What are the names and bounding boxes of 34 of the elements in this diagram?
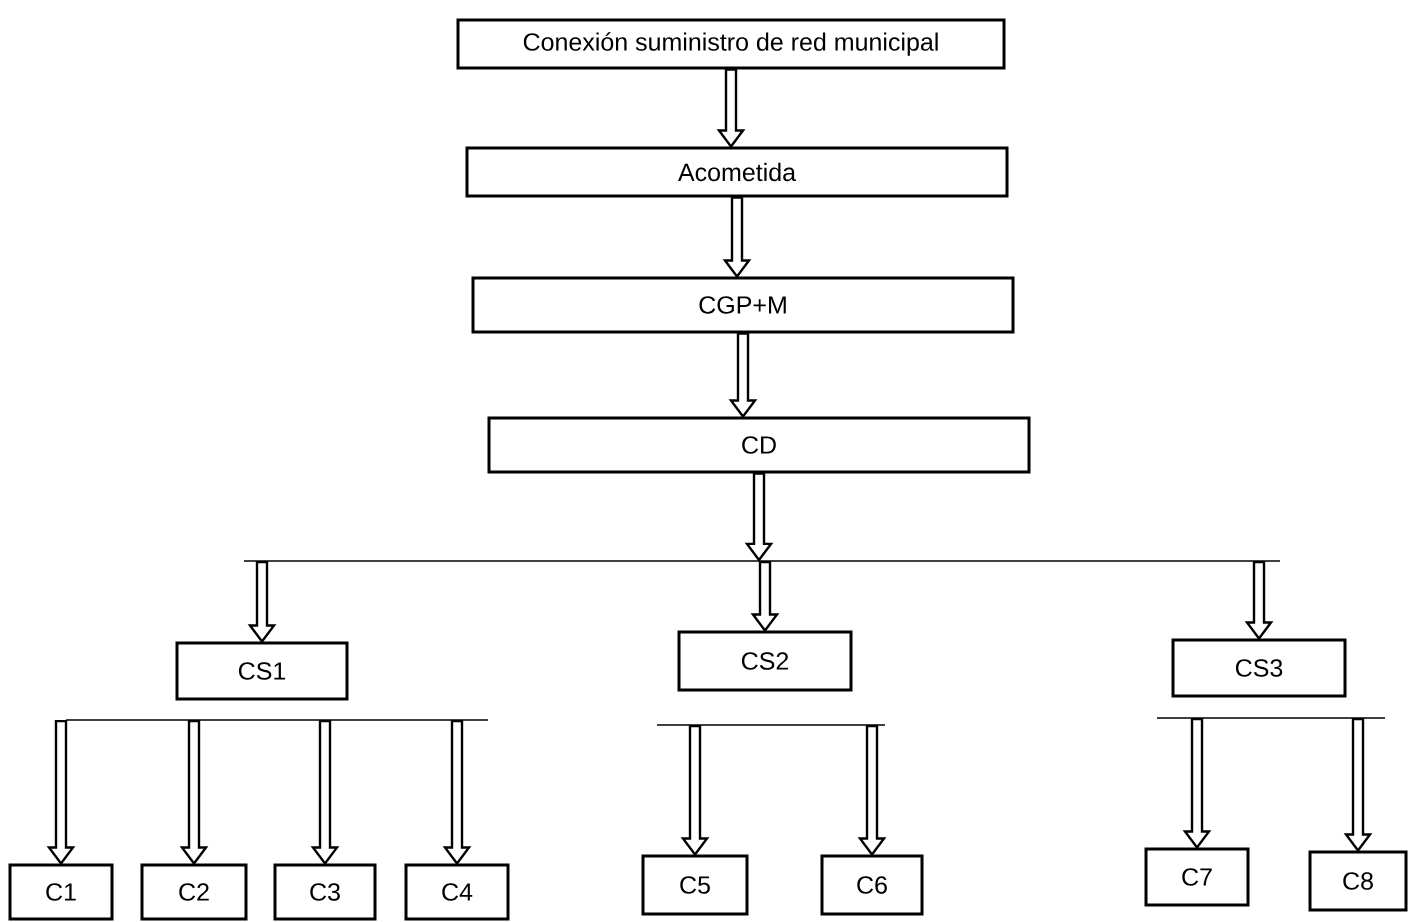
- process-box: CS3: [1171, 638, 1347, 698]
- process-box: CS1: [175, 641, 349, 701]
- arrow: [750, 560, 780, 633]
- arrow: [1244, 560, 1274, 641]
- arrow: [716, 68, 746, 149]
- process-box: CS2: [677, 630, 853, 692]
- process-box: C3: [273, 863, 377, 921]
- arrow: [1182, 717, 1212, 850]
- arrow: [442, 719, 472, 866]
- process-box: Conexión suministro de red municipal: [456, 18, 1006, 70]
- arrow: [247, 560, 277, 644]
- process-box: Acometida: [465, 146, 1009, 198]
- process-box: C8: [1308, 850, 1408, 912]
- arrow: [310, 719, 340, 866]
- bus-line: [657, 724, 885, 726]
- process-box: C4: [404, 863, 510, 921]
- arrow: [46, 719, 76, 866]
- arrow: [857, 724, 887, 857]
- process-box: C1: [8, 863, 114, 921]
- arrow: [680, 724, 710, 857]
- bus-line: [1157, 717, 1385, 719]
- process-box: C2: [140, 863, 248, 921]
- process-box: C7: [1144, 847, 1250, 907]
- arrow: [1343, 717, 1373, 853]
- process-box: CGP+M: [471, 276, 1015, 334]
- arrow: [744, 472, 774, 562]
- bus-line: [244, 560, 1280, 562]
- arrow: [179, 719, 209, 866]
- process-box: CD: [487, 416, 1031, 474]
- process-box: C6: [820, 854, 924, 916]
- bus-line: [66, 719, 488, 721]
- arrow: [728, 332, 758, 419]
- process-box: C5: [641, 854, 749, 916]
- arrow: [722, 196, 752, 279]
